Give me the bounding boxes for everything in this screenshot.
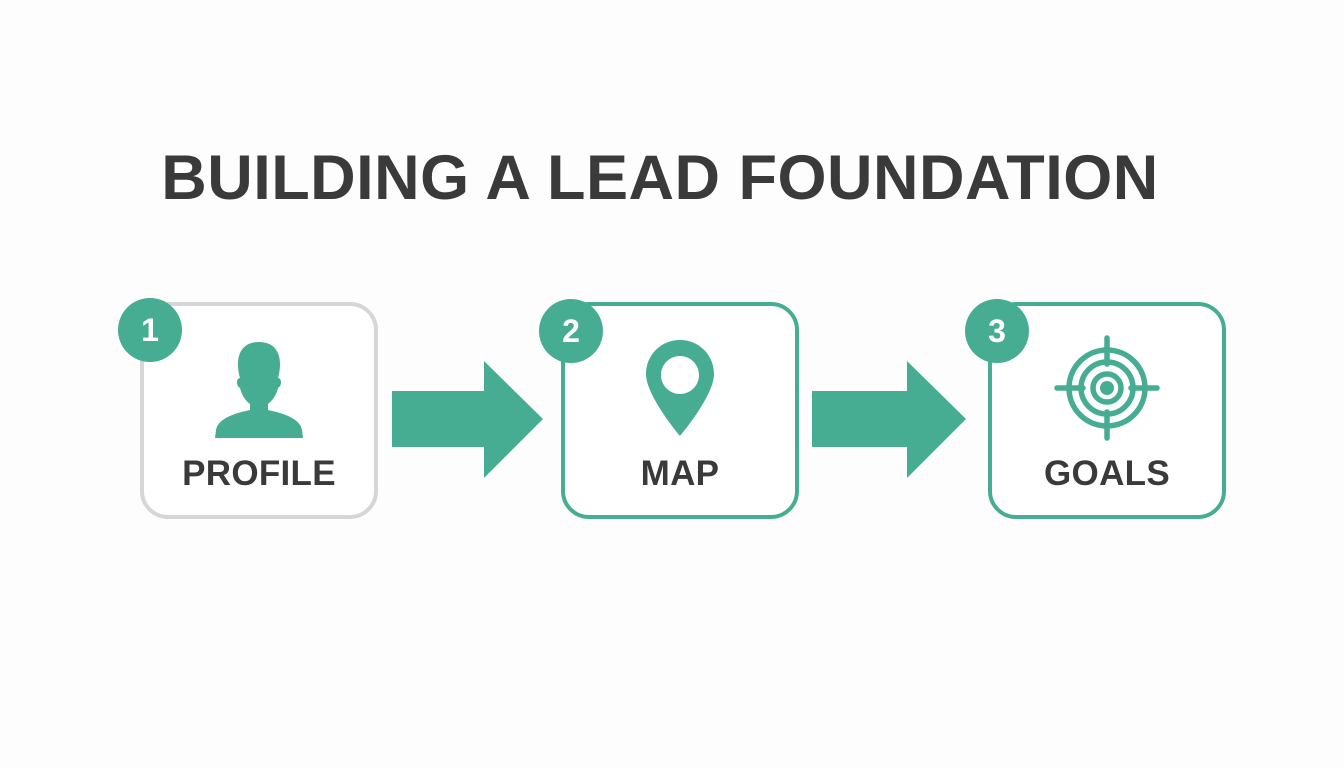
step-number-badge: 2 [539,299,603,363]
step-number-badge: 3 [965,299,1029,363]
target-icon [992,335,1222,441]
arrow-right-icon [392,361,543,478]
step-label: MAP [640,454,720,493]
step-number-badge: 1 [118,298,182,362]
step-label: PROFILE [182,454,336,493]
step-card-profile: PROFILE [140,302,378,519]
step-label: GOALS [1044,454,1170,493]
step-card-goals: GOALS [988,302,1226,519]
arrow-right-icon [812,361,966,478]
person-icon [144,338,374,438]
page-title: BUILDING A LEAD FOUNDATION [161,143,1159,213]
map-pin-icon [565,338,795,438]
